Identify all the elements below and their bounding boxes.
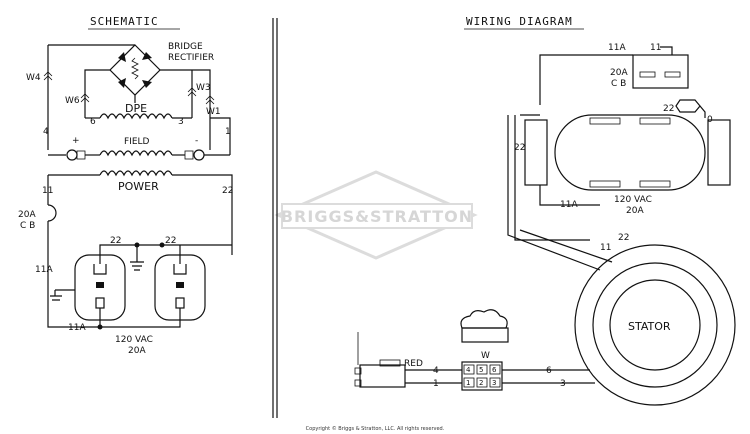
wire-4-wiring: 4 — [433, 366, 439, 376]
rectifier-label: RECTIFIER — [168, 53, 214, 63]
w4-label: W4 — [26, 73, 41, 83]
wire-3-wiring: 3 — [560, 379, 566, 389]
wiring-11-diag: 11 — [600, 243, 611, 253]
wiring-vac: 120 VAC — [614, 195, 652, 205]
wiring-cb-20a: 20A — [610, 68, 628, 78]
wiring-0-label: 0 — [707, 115, 713, 125]
bridge-rectifier-part — [460, 309, 509, 343]
watermark: BRIGGS&STRATTON — [274, 170, 478, 260]
w1-label: W1 — [206, 107, 221, 117]
term-2: 2 — [479, 379, 483, 387]
red-wire-label: RED — [404, 359, 423, 369]
wiring-cb-label: C B — [611, 79, 626, 89]
field-minus: - — [195, 136, 198, 146]
wiring-amps: 20A — [626, 206, 644, 216]
bridge-label: BRIDGE — [168, 42, 203, 52]
schematic-title: SCHEMATIC — [90, 15, 159, 28]
wiring-22-left: 22 — [514, 143, 525, 153]
field-plus: + — [72, 136, 80, 146]
dpe-6-label: 6 — [90, 117, 96, 127]
stator-label: STATOR — [628, 320, 671, 333]
schematic-amps-label: 20A — [128, 346, 146, 356]
bridge-rectifier-symbol — [109, 44, 161, 96]
cb-20a-label: 20A — [18, 210, 36, 220]
wiring-w-label: W — [481, 351, 490, 361]
wire-11a-label: 11A — [35, 265, 53, 275]
wire-4-label: 4 — [43, 127, 49, 137]
wiring-22-diag: 22 — [618, 233, 629, 243]
receptacle-capsule — [524, 114, 731, 191]
term-5: 5 — [479, 366, 483, 374]
term-4: 4 — [466, 366, 471, 374]
stator — [574, 244, 736, 406]
wiring-11-top: 11 — [650, 43, 661, 53]
wire-6-wiring: 6 — [546, 366, 552, 376]
field-label: FIELD — [124, 137, 150, 147]
wiring-11a-bottom: 11A — [560, 200, 578, 210]
wiring-11a-top: 11A — [608, 43, 626, 53]
power-label: POWER — [118, 180, 159, 193]
wire-1-label: 1 — [225, 127, 231, 137]
dpe-3-label: 3 — [178, 117, 184, 127]
term-1: 1 — [466, 379, 470, 387]
cb-label: C B — [20, 221, 35, 231]
watermark-text: BRIGGS&STRATTON — [281, 207, 473, 226]
w3-label: W3 — [196, 83, 211, 93]
wiring-title: WIRING DIAGRAM — [466, 15, 573, 28]
white-housing: 4 5 6 1 2 3 — [461, 361, 503, 391]
dpe-label: DPE — [125, 102, 147, 115]
term-3: 3 — [492, 379, 496, 387]
circuit-breaker-box — [632, 54, 689, 89]
wire-22-label: 22 — [222, 186, 233, 196]
wire-11a-bottom-label: 11A — [68, 323, 86, 333]
copyright-text: Copyright © Briggs & Stratton, LLC. All … — [306, 425, 445, 432]
term-6: 6 — [492, 366, 497, 374]
brush-block — [354, 359, 406, 388]
wire-1-wiring: 1 — [433, 379, 439, 389]
wire-22b-label: 22 — [110, 236, 121, 246]
schematic-vac-label: 120 VAC — [115, 335, 153, 345]
wiring-22-top: 22 — [663, 104, 674, 114]
wire-22c-label: 22 — [165, 236, 176, 246]
w6-label: W6 — [65, 96, 80, 106]
